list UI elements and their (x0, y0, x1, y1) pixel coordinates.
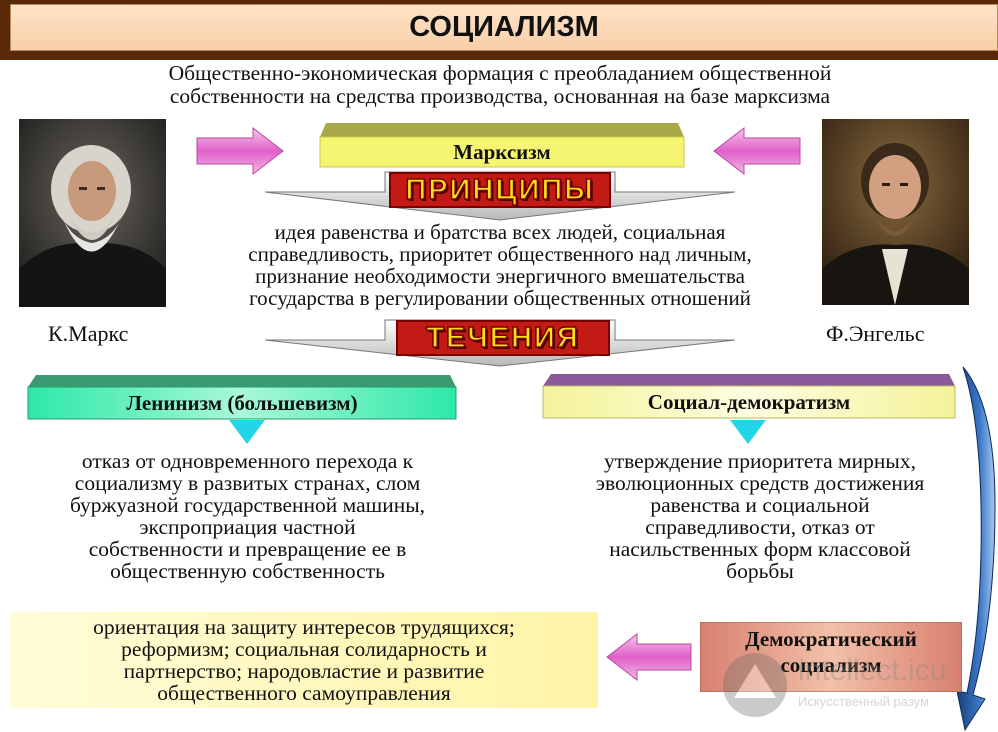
democratic-socialism-box: Демократический социализм (700, 622, 962, 692)
page-title: СОЦИАЛИЗМ (409, 11, 599, 43)
currents-tag-bg (396, 320, 610, 356)
leninism-line: отказ от одновременного перехода к (81, 449, 414, 473)
social-democratism-line: насильственных форм классовой (609, 537, 911, 561)
definition: Общественно-экономическая формация с пре… (60, 62, 940, 108)
engels-portrait-image (822, 119, 969, 305)
left-arrow-icon (606, 632, 692, 682)
engels-portrait (822, 119, 969, 305)
principles-tag-bg (389, 172, 611, 208)
leninism-line: социализму в развитых странах, слом (74, 471, 421, 495)
principles-text: идея равенства и братства всех людей, со… (180, 221, 820, 309)
principles-line: государства в регулировании общественных… (249, 286, 751, 310)
leninism-text: отказ от одновременного перехода к социа… (20, 450, 475, 582)
curved-arrow-icon (956, 366, 996, 732)
democratic-socialism-line: ориентация на защиту интересов трудящихс… (93, 615, 515, 639)
democratic-socialism-line: реформизм; социальная солидарность и (121, 637, 487, 661)
marx-portrait (19, 119, 166, 307)
watermark-logo-icon (723, 653, 787, 717)
democratic-socialism-line: партнерство; народовластие и развитие (123, 659, 485, 683)
democratic-socialism-panel (10, 612, 598, 708)
social-democratism-line: эволюционных средств достижения (595, 471, 925, 495)
social-democratism-line: утверждение приоритета мирных, (604, 449, 916, 473)
principles-tag: ПРИНЦИПЫ (405, 173, 595, 207)
democratic-socialism-line: общественного самоуправления (157, 681, 451, 705)
left-arrow-icon (713, 126, 801, 176)
leninism-line: экспроприация частной (139, 515, 356, 539)
leninism-line: собственности и превращение ее в (88, 537, 407, 561)
democratic-socialism-label-line-1: Демократический (745, 627, 917, 651)
marx-portrait-image (19, 119, 166, 307)
currents-tag: ТЕЧЕНИЯ (426, 321, 580, 355)
social-democratism-box: Социал-демократизм (541, 374, 957, 420)
marx-caption: К.Маркс (48, 321, 129, 346)
social-democratism-line: равенства и социальной (650, 493, 870, 517)
watermark-line-1: intellect.icu (798, 654, 947, 687)
right-arrow-icon (196, 126, 284, 176)
marxism-label: Марксизм (453, 140, 551, 164)
watermark: intellect.icu Искусственный разум (720, 640, 990, 730)
social-democratism-line: борьбы (726, 559, 794, 583)
democratic-socialism-text: ориентация на защиту интересов трудящихс… (14, 616, 594, 704)
social-democratism-line: справедливости, отказ от (645, 515, 875, 539)
down-triangle-icon (229, 420, 265, 444)
social-democratism-text: утверждение приоритета мирных, эволюцион… (540, 450, 980, 582)
down-triangle-icon (730, 420, 766, 444)
definition-line-2: собственности на средства производства, … (169, 84, 831, 108)
leninism-label: Ленинизм (большевизм) (126, 391, 358, 415)
title-panel (10, 4, 998, 51)
principles-line: идея равенства и братства всех людей, со… (274, 220, 726, 244)
leninism-line: общественную собственность (110, 559, 385, 583)
principles-line: справедливость, приоритет общественного … (248, 242, 752, 266)
marxism-box: Марксизм (318, 123, 686, 169)
principles-line: признание необходимости энергичного вмеш… (255, 264, 745, 288)
definition-line-1: Общественно-экономическая формация с пре… (168, 61, 832, 85)
leninism-box: Ленинизм (большевизм) (26, 375, 458, 421)
leninism-line: буржуазной государственной машины, (69, 493, 426, 517)
social-democratism-label: Социал-демократизм (647, 390, 851, 414)
engels-caption: Ф.Энгельс (826, 321, 925, 346)
watermark-line-2: Искусственный разум (798, 694, 929, 709)
democratic-socialism-label-line-2: социализм (780, 653, 882, 677)
